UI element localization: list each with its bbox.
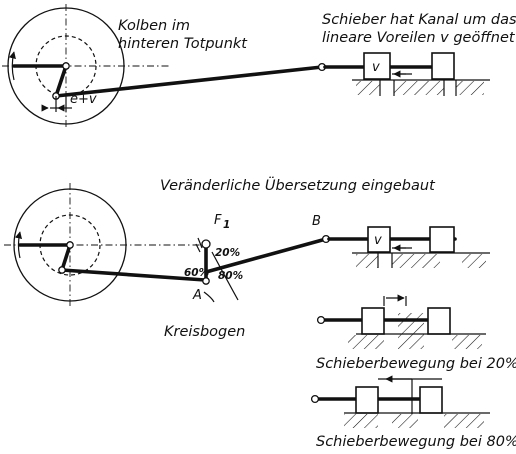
top-seat-hatch-3 — [456, 81, 484, 95]
pivot-sub: 1 — [223, 219, 230, 231]
top-valve-piston-right — [431, 52, 455, 80]
top-valve-label-2: lineare Voreilen v geöffnet — [322, 30, 516, 46]
mid-seat-hatch-3 — [462, 254, 486, 268]
v20-seat-hatch-2 — [398, 313, 424, 349]
v80-piston-left — [355, 386, 379, 414]
top-mechanism: e+v v — [2, 4, 490, 128]
top-valve-piston-left — [363, 52, 391, 80]
pivot-label: F — [214, 213, 222, 228]
middle-mechanism: v — [4, 183, 490, 306]
v80-seat-hatch-2 — [392, 414, 418, 428]
mid-seat-hatch-1 — [356, 254, 378, 268]
top-lead-label: v — [372, 60, 380, 75]
top-valve-label-1: Schieber hat Kanal um das — [322, 12, 516, 28]
top-seat-hatch-2 — [394, 81, 444, 95]
middle-heading: Veränderliche Übersetzung eingebaut — [160, 176, 436, 194]
mid-valve-piston-right — [429, 226, 455, 253]
v80-seat-hatch-3 — [444, 414, 484, 428]
mid-lead-label: v — [374, 233, 382, 248]
pct-80: 80% — [218, 270, 243, 282]
v20-seat-hatch-1 — [348, 335, 384, 349]
top-offset-label: e+v — [70, 92, 97, 107]
v20-piston-left — [361, 307, 385, 335]
v20-piston-right — [427, 307, 451, 335]
mid-seat-hatch-2 — [392, 254, 440, 268]
arc-label: Kreisbogen — [164, 324, 245, 340]
pct-60: 60% — [184, 267, 209, 279]
caption-20: Schieberbewegung bei 20% — [316, 356, 516, 372]
top-crank-label-1: Kolben im — [118, 18, 190, 34]
v20-seat-hatch-3 — [452, 335, 482, 349]
point-a: A — [192, 288, 202, 303]
v80-seat-hatch-1 — [344, 414, 378, 428]
point-b: B — [312, 214, 321, 229]
valve-20-sketch — [316, 294, 486, 349]
top-seat-hatch-1 — [356, 81, 380, 95]
caption-80: Schieberbewegung bei 80% — [316, 434, 516, 450]
mid-valve-piston-left — [367, 226, 391, 253]
valve-80-sketch — [310, 375, 490, 428]
pct-20: 20% — [215, 247, 240, 259]
top-crank-label-2: hinteren Totpunkt — [118, 36, 248, 52]
v80-piston-right — [419, 386, 443, 414]
